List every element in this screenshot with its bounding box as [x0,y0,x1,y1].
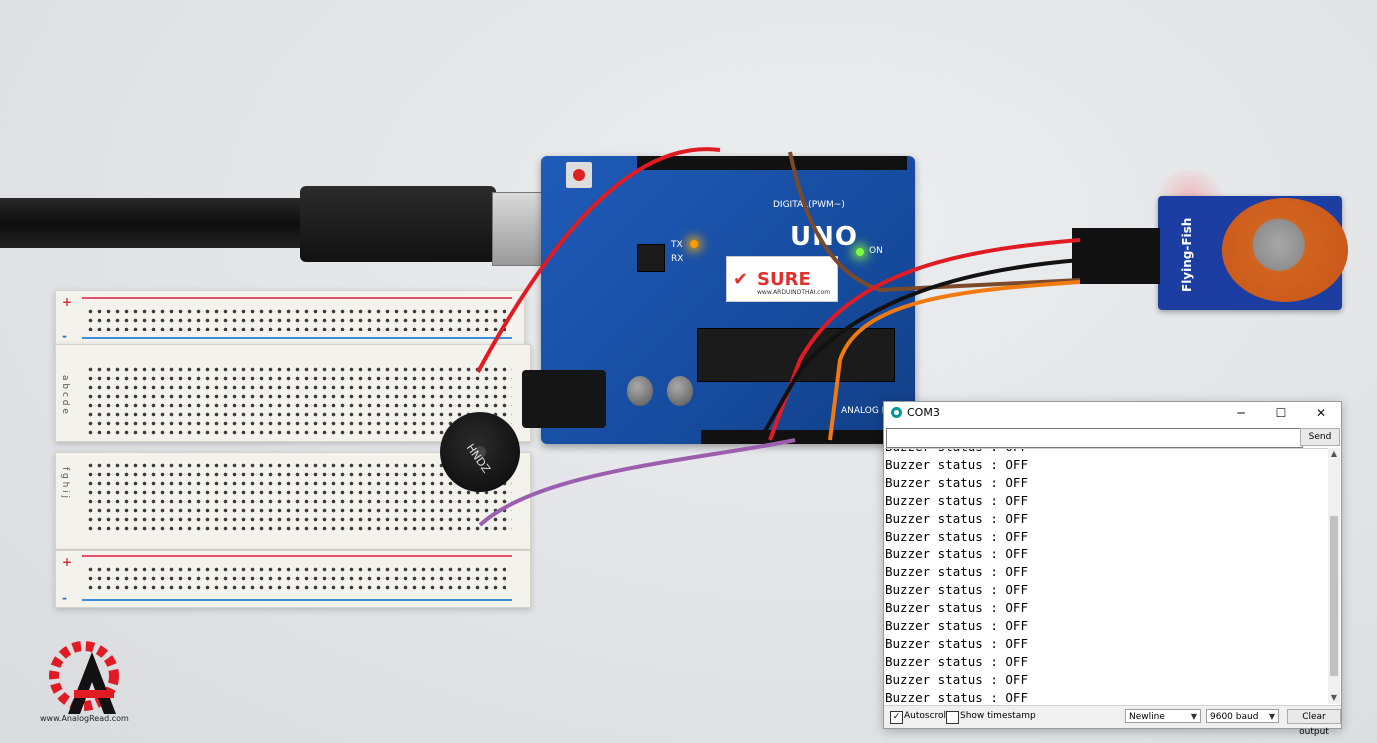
check-icon: ✔ [733,269,749,290]
timestamp-label: Show timestamp [960,711,1036,721]
output-line: Buzzer status : OFF [885,671,1028,687]
output-line: Buzzer status : OFF [885,456,1028,472]
title-bar[interactable]: COM3 ─ ☐ ✕ [884,402,1341,424]
timestamp-checkbox[interactable] [946,711,959,724]
reset-button [566,162,592,188]
sure-sticker: ✔ SURE www.ARDUINOTHAI.com [726,256,838,302]
logo-text: www.AnalogRead.com [40,714,129,723]
output-line: Buzzer status : OFF [885,600,1028,616]
tx-label: TX [671,240,683,250]
output-line: Buzzer status : OFF [885,653,1028,669]
baud-rate-select[interactable]: 9600 baud ▼ [1206,709,1279,723]
on-label: ON [869,246,883,256]
chevron-down-icon: ▼ [1190,712,1197,721]
rx-label: RX [671,254,684,264]
vertical-scrollbar[interactable]: ▲ ▼ [1328,448,1340,704]
serial-output[interactable]: Buzzer status : OFF Buzzer status : OFF Bu… [885,448,1328,705]
output-line: Buzzer status : OFF [885,474,1028,490]
line-ending-select[interactable]: Newline ▼ [1125,709,1201,723]
bottom-bar: ✓ Autoscroll Show timestamp Newline ▼ 96… [884,705,1341,737]
output-line: Buzzer status : OFF [885,492,1028,508]
output-line: Buzzer status : OFF [885,510,1028,526]
output-line: Buzzer status : OFF [885,618,1028,633]
buzzer [440,412,520,492]
output-line: Buzzer status : OFF [885,635,1028,651]
output-line: Buzzer status : OFF [885,689,1028,705]
breadboard-top-rail: + - [55,290,525,346]
window-title: COM3 [907,406,940,419]
output-line: Buzzer status : OFF [885,582,1028,598]
autoscroll-checkbox[interactable]: ✓ [890,711,903,724]
close-button[interactable]: ✕ [1315,406,1327,420]
minimize-button[interactable]: ─ [1237,406,1245,420]
sensor-connector [1072,228,1160,284]
usb-plug [300,186,496,262]
analogread-logo [49,641,119,714]
analog-label: ANALOG IN [841,406,892,416]
tx-led [690,240,698,248]
scroll-down-icon[interactable]: ▼ [1330,693,1338,702]
maximize-button[interactable]: ☐ [1275,406,1287,420]
output-line: Buzzer status : OFF [885,449,1028,454]
sensor-dome [1222,198,1348,302]
autoscroll-label: Autoscroll [904,711,949,721]
dc-jack [522,370,606,428]
output-line: Buzzer status : OFF [885,546,1028,562]
clear-output-button[interactable]: Clear output [1287,709,1341,737]
send-button[interactable]: Send [1300,428,1340,446]
arduino-app-icon [891,407,902,418]
output-line: Buzzer status : OFF [885,564,1028,580]
output-line: Buzzer status : OFF [885,528,1028,544]
digital-label: DIGITAL(PWM~) [773,200,845,210]
breadboard-bottom-rail: + - [55,550,531,608]
serial-input[interactable] [886,428,1303,448]
power-led [856,248,864,256]
scroll-thumb[interactable] [1330,516,1338,676]
chevron-down-icon: ▼ [1268,712,1275,721]
scroll-up-icon[interactable]: ▲ [1330,449,1338,458]
